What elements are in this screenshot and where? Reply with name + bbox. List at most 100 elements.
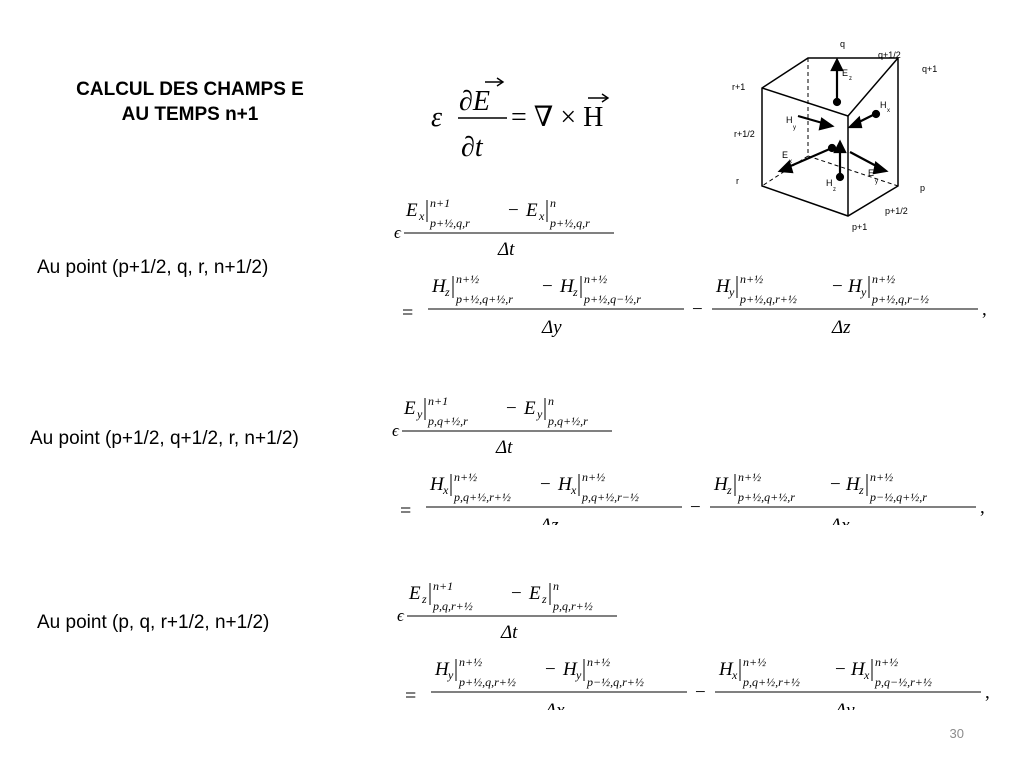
label-hy: H [786, 115, 793, 125]
rhs1-term-b-time-index: n+½ [587, 655, 610, 669]
yee-cube-diagram: q q+1/2 q+1 r+1 r+1/2 r p p+1/2 p+1 E z … [732, 39, 937, 232]
label-ex: E [782, 150, 788, 160]
rhs2-term-b-space-index: p+½,q,r−½ [871, 292, 929, 306]
rhs1-denominator: Δy [541, 317, 562, 338]
lhs-term-old-time-index: n [553, 579, 559, 593]
lhs-term-new-time-index: n+1 [430, 196, 450, 210]
vector-arrow-e [485, 77, 505, 87]
lhs-term-new-time-index: n+1 [433, 579, 453, 593]
rhs1-term-a-space-index: p+½,q+½,r [455, 292, 513, 306]
label-ey: E [868, 168, 874, 178]
rhs1-term-a-space-index: p,q+½,r+½ [453, 490, 511, 504]
field-arrows [777, 57, 889, 182]
label-ex-sub: x [789, 159, 792, 165]
minus-operator: − [542, 276, 553, 297]
rhs1-term-b-space-index: p+½,q−½,r [583, 292, 641, 306]
lhs-term-old-time-index: n [550, 196, 556, 210]
rhs1-term-b-time-index: n+½ [582, 470, 605, 484]
lhs-term-new-component: z [421, 592, 427, 606]
label-q: q [840, 39, 845, 49]
rhs2-term-b-time-index: n+½ [870, 470, 893, 484]
rhs2-term-b-component: y [860, 285, 867, 299]
rhs2-term-b-symbol: H [845, 474, 861, 495]
minus-operator: − [832, 276, 843, 297]
minus-operator: − [695, 682, 706, 703]
rhs1-term-b-symbol: H [559, 276, 575, 297]
rhs2-term-a-space-index: p+½,q+½,r [737, 490, 795, 504]
rhs2-term-a-space-index: p+½,q,r+½ [739, 292, 797, 306]
rhs1-term-b-space-index: p,q+½,r−½ [581, 490, 639, 504]
lhs-term-new-symbol: E [408, 583, 421, 604]
point-label-ez: Au point (p, q, r+1/2, n+1/2) [37, 612, 270, 633]
minus-operator: − [508, 200, 519, 221]
lhs-term-old-component: x [538, 209, 545, 223]
lhs-term-old-component: z [541, 592, 547, 606]
label-p-plus-1: p+1 [852, 222, 867, 232]
label-ey-sub: y [875, 179, 878, 185]
minus-operator: − [692, 299, 703, 320]
rhs1-term-a-space-index: p+½,q,r+½ [458, 675, 516, 689]
rhs1-term-b-component: z [572, 285, 578, 299]
lhs-term-old-space-index: p+½,q,r [549, 216, 590, 230]
rhs1-term-a-component: x [442, 483, 449, 497]
label-hx-sub: x [887, 108, 890, 114]
rhs2-term-b-space-index: p−½,q+½,r [869, 490, 927, 504]
rhs1-term-a-time-index: n+½ [459, 655, 482, 669]
lhs-term-old-symbol: E [528, 583, 541, 604]
rhs1-term-a-symbol: H [431, 276, 447, 297]
rhs1-denominator: Δx [544, 700, 565, 710]
lhs-term-old-space-index: p,q+½,r [547, 414, 588, 428]
trailing-comma: , [982, 299, 987, 320]
rhs1-term-a-time-index: n+½ [456, 272, 479, 286]
partial-t: ∂t [461, 132, 484, 163]
rhs1-denominator: Δz [539, 515, 559, 525]
label-r-half: r+1/2 [734, 129, 755, 139]
title-line-2: AU TEMPS n+1 [121, 104, 259, 125]
lhs-term-new-space-index: p+½,q,r [429, 216, 470, 230]
lhs-term-old-time-index: n [548, 394, 554, 408]
label-p-half: p+1/2 [885, 206, 908, 216]
rhs2-term-a-symbol: H [713, 474, 729, 495]
rhs1-term-b-component: x [570, 483, 577, 497]
rhs2-denominator: Δx [829, 515, 850, 525]
point-label-ex: Au point (p+1/2, q, r, n+1/2) [37, 257, 269, 278]
lhs-term-new-time-index: n+1 [428, 394, 448, 408]
rhs2-term-b-component: z [858, 483, 864, 497]
lhs-term-old-symbol: E [525, 200, 538, 221]
rhs1-term-b-time-index: n+½ [584, 272, 607, 286]
rhs2-term-b-symbol: H [847, 276, 863, 297]
slide-title: CALCUL DES CHAMPS E AU TEMPS n+1 [40, 77, 340, 127]
equals-operator: = [402, 302, 413, 324]
rhs2-denominator: Δy [834, 700, 855, 710]
label-ez-sub: z [849, 76, 852, 82]
rhs1-term-b-space-index: p−½,q,r+½ [586, 675, 644, 689]
slide-number: 30 [949, 726, 964, 741]
label-q-half: q+1/2 [878, 50, 901, 60]
epsilon-symbol: ϵ [392, 421, 400, 440]
point-label-ey: Au point (p+1/2, q+1/2, r, n+1/2) [30, 428, 299, 449]
rhs2-term-a-symbol: H [718, 659, 734, 680]
lhs-term-new-component: x [418, 209, 425, 223]
label-hx: H [880, 100, 887, 110]
label-hz: H [826, 178, 833, 188]
lhs-term-old-symbol: E [523, 398, 536, 419]
main-rhs: = ∇ × H [511, 102, 603, 133]
minus-operator: − [540, 474, 551, 495]
minus-operator: − [690, 497, 701, 518]
vector-arrow-h [588, 93, 610, 103]
rhs2-term-a-time-index: n+½ [738, 470, 761, 484]
rhs2-term-b-component: x [863, 668, 870, 682]
trailing-comma: , [985, 682, 990, 703]
epsilon-symbol: ε [431, 102, 442, 133]
title-line-1: CALCUL DES CHAMPS E [76, 79, 304, 100]
rhs2-term-a-time-index: n+½ [740, 272, 763, 286]
rhs2-term-a-component: z [726, 483, 732, 497]
rhs1-term-a-time-index: n+½ [454, 470, 477, 484]
rhs2-term-b-time-index: n+½ [872, 272, 895, 286]
label-ez: E [842, 68, 848, 78]
rhs1-term-b-symbol: H [562, 659, 578, 680]
lhs-denominator: Δt [495, 437, 513, 458]
rhs1-term-a-symbol: H [429, 474, 445, 495]
partial-e: ∂E [459, 86, 490, 117]
